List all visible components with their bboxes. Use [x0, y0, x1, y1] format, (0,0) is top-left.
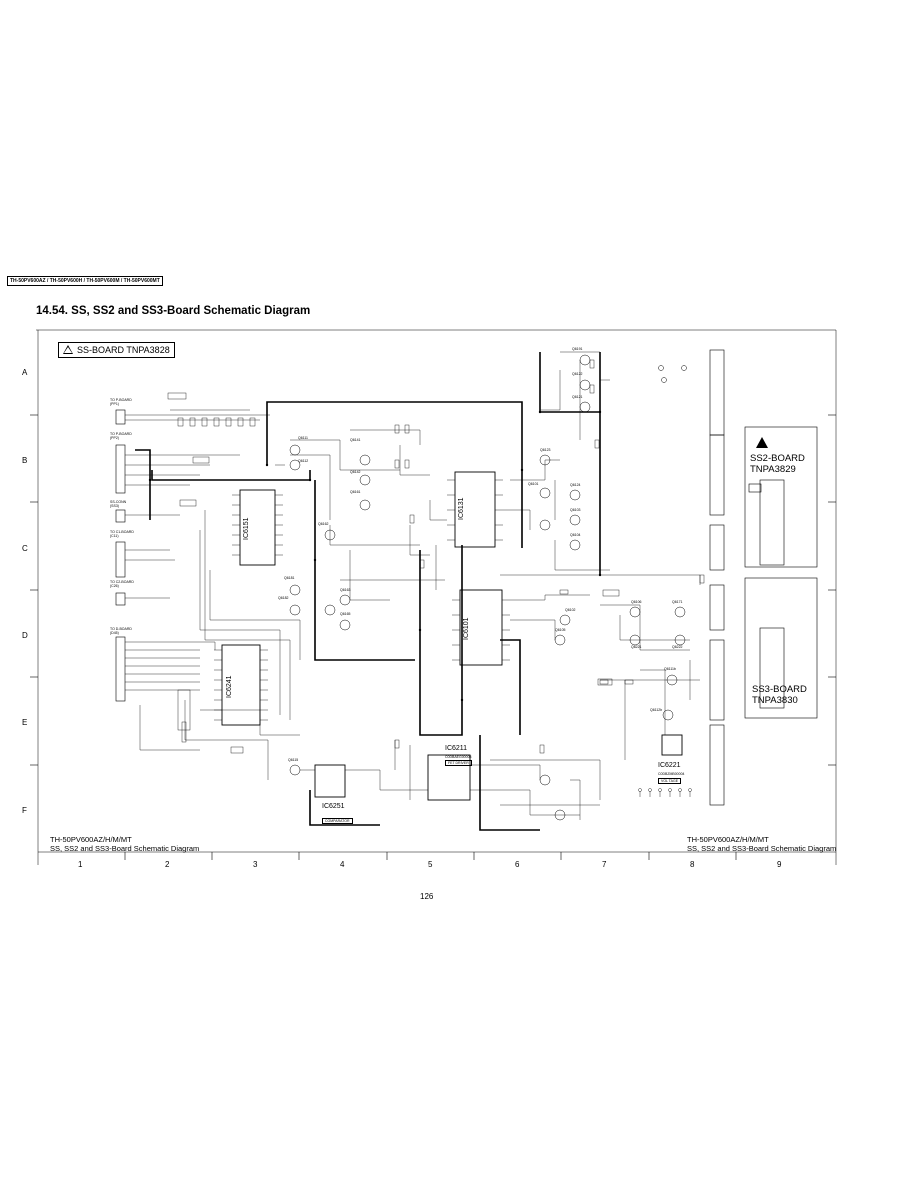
- column-label: 4: [340, 860, 345, 869]
- ic6151-label: IC6151: [243, 517, 250, 540]
- transistor-label: Q6106: [631, 600, 642, 604]
- transistor-label: Q6104: [570, 533, 581, 537]
- warning-icon: [63, 345, 73, 354]
- transistor-label: Q6161: [350, 490, 361, 494]
- row-label: D: [22, 631, 28, 640]
- column-label: 1: [78, 860, 83, 869]
- ic6251-label: IC6251: [322, 803, 345, 810]
- footer-caption-left: TH-50PV600AZ/H/M/MT SS, SS2 and SS3-Boar…: [50, 835, 200, 853]
- footer-caption-right: TH-50PV600AZ/H/M/MT SS, SS2 and SS3-Boar…: [687, 835, 837, 853]
- ss-board-label: SS-BOARD TNPA3828: [58, 342, 175, 358]
- transistor-label: Q6222: [672, 645, 683, 649]
- column-label: 3: [253, 860, 258, 869]
- transistor-label: Q6191: [572, 347, 583, 351]
- transistor-label: Q6122: [572, 372, 583, 376]
- transistor-label: Q6111: [298, 436, 308, 440]
- page-number: 126: [420, 892, 434, 901]
- transistor-label: Q6221: [631, 645, 642, 649]
- model-tag: TH-50PV600AZ / TH-50PV600H / TH-50PV600M…: [7, 276, 163, 286]
- transistor-label: Q6162: [318, 522, 329, 526]
- transistor-label: Q6102: [565, 608, 576, 612]
- warning-icon: [756, 437, 768, 448]
- page-title: 14.54. SS, SS2 and SS3-Board Schematic D…: [36, 305, 311, 317]
- connector-label-c1: TO C1-BOARD (C11): [110, 530, 134, 538]
- connector-label-c2: TO C2-BOARD (C26): [110, 580, 134, 588]
- ic6131-label: IC6131: [458, 497, 465, 520]
- column-label: 9: [777, 860, 782, 869]
- connector-label-p-board-1: TO P-BOARD (PP1): [110, 398, 132, 406]
- transistor-label: Q6142: [350, 470, 361, 474]
- transistor-label: Q6112b: [650, 708, 663, 712]
- transistor-label: Q6182: [278, 596, 289, 600]
- transistor-label: Q6115: [288, 758, 299, 762]
- ic6241-label: IC6241: [226, 675, 233, 698]
- transistor-label: Q6105: [555, 628, 566, 632]
- transistor-label: Q6111b: [664, 667, 676, 671]
- row-label: F: [22, 806, 27, 815]
- ic6211-sub: FET DRIVER: [445, 760, 472, 766]
- ic6251-sub: COMPARATOR: [322, 818, 353, 824]
- transistor-label: Q6112: [298, 459, 309, 463]
- transistor-label: Q6103: [570, 508, 581, 512]
- transistor-label: Q6141: [350, 438, 361, 442]
- ic6211-part: C0DBAEG00003: [445, 755, 472, 759]
- column-label: 7: [602, 860, 607, 869]
- column-label: 2: [165, 860, 170, 869]
- row-label: C: [22, 544, 28, 553]
- transistor-label: Q6121: [572, 395, 583, 399]
- ic6211-label: IC6211: [445, 745, 468, 752]
- ic6221-label: IC6221: [658, 762, 681, 769]
- row-label: E: [22, 718, 28, 727]
- transistor-label: Q6123: [540, 448, 551, 452]
- transistor-label: Q6163: [340, 588, 351, 592]
- column-label: 6: [515, 860, 520, 869]
- transistor-label: Q6124: [570, 483, 581, 487]
- transistor-label: Q6165: [340, 612, 351, 616]
- connector-label-d: TO D-BOARD (D45): [110, 627, 132, 635]
- row-label: A: [22, 368, 28, 377]
- ic6221-sub: VOL TAGE: [658, 778, 682, 784]
- transistor-label: Q6171: [672, 600, 683, 604]
- column-label: 8: [690, 860, 695, 869]
- transistor-label: Q6181: [284, 576, 295, 580]
- ic6101-label: IC6101: [463, 617, 470, 640]
- connector-label-p-board-2: TO P-BOARD (PP2): [110, 432, 132, 440]
- connector-label-ss-conn: SS-CONN (SS3): [110, 500, 127, 508]
- ic6221-part: C0DBZMB00004: [658, 772, 685, 776]
- transistor-label: Q6101: [528, 482, 539, 486]
- row-label: B: [22, 456, 28, 465]
- ss3-board-label: SS3-BOARD TNPA3830: [752, 684, 807, 706]
- ss2-board-label: SS2-BOARD TNPA3829: [750, 437, 805, 475]
- column-label: 5: [428, 860, 433, 869]
